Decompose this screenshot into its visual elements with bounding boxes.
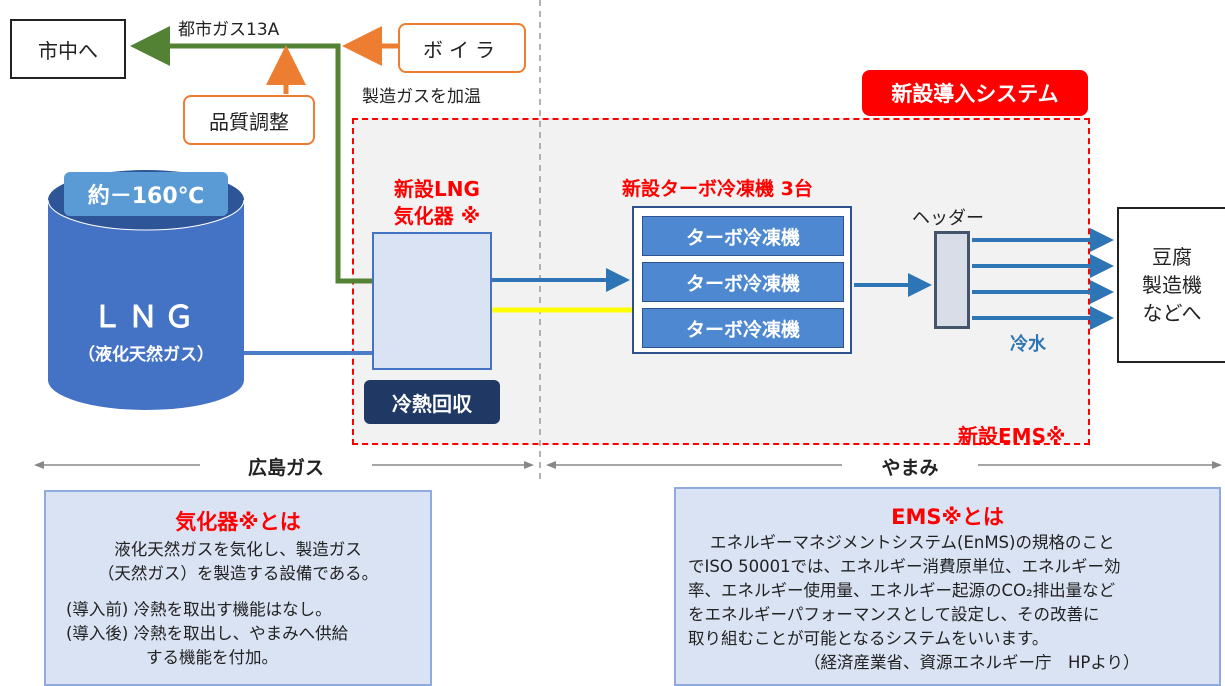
- ems-info-line4: をエネルギーパフォーマンスとして設定し、その改善に: [688, 605, 1100, 624]
- ems-info-title: EMS※とは: [891, 505, 1004, 529]
- vaporizer-info-after2: する機能を付加。: [146, 648, 278, 667]
- tank-temp: 約－160℃: [87, 184, 205, 209]
- ems-info-line3: 率、エネルギー使用量、エネルギー起源のCO₂排出量など: [688, 581, 1116, 600]
- turbo-chiller-2: ターボ冷凍機: [642, 262, 844, 302]
- heat-note: 製造ガスを加温: [362, 87, 481, 107]
- vaporizer-info-line2: （天然ガス）を製造する設備である。: [97, 564, 379, 583]
- city-label: 市中へ: [38, 38, 98, 63]
- cold-reclaim-label: 冷熱回収: [392, 391, 472, 416]
- ems-info-box: EMS※とは エネルギーマネジメントシステム(EnMS)の規格のこと でISO …: [674, 487, 1221, 686]
- cold-reclaim-box: 冷熱回収: [364, 380, 500, 424]
- turbo-chiller-3: ターボ冷凍機: [642, 308, 844, 348]
- quality-box: 品質調整: [183, 95, 315, 145]
- vaporizer-info-box: 気化器※とは 液化天然ガスを気化し、製造ガス （天然ガス）を製造する設備である。…: [44, 490, 432, 686]
- scope-left-label: 広島ガス: [247, 457, 324, 479]
- vaporizer-title: 新設LNG 気化器 ※: [382, 176, 492, 230]
- tofu-line2: 製造機: [1142, 273, 1202, 297]
- quality-label: 品質調整: [209, 109, 289, 134]
- city-gas-line: [130, 26, 395, 284]
- boiler-box: ボイラ: [398, 23, 526, 73]
- vaporizer-title-line2: 気化器 ※: [393, 204, 481, 228]
- tofu-machine-box: 豆腐 製造機 などへ: [1117, 207, 1225, 363]
- header-pipe: [934, 231, 970, 329]
- chiller-group: ターボ冷凍機 ターボ冷凍機 ターボ冷凍機: [632, 206, 852, 354]
- tank-name: ＬＮＧ: [92, 300, 200, 335]
- boiler-label: ボイラ: [423, 37, 501, 62]
- ems-new-label: 新設EMS※: [958, 424, 1066, 448]
- lng-vaporizer: [372, 232, 492, 370]
- ems-info-line2: でISO 50001では、エネルギー消費原単位、エネルギー効: [688, 557, 1121, 576]
- vaporizer-info-title: 気化器※とは: [175, 510, 301, 534]
- header-label: ヘッダー: [912, 208, 984, 229]
- vaporizer-info-line1: 液化天然ガスを気化し、製造ガス: [114, 540, 362, 559]
- tank-temp-badge: 約－160℃: [64, 172, 228, 216]
- ems-info-source: （経済産業省、資源エネルギー庁 HPより）: [804, 653, 1140, 672]
- scope-right-label: やまみ: [881, 457, 939, 479]
- lng-line: [244, 344, 386, 355]
- ems-info-line5: 取り組むことが可能となるシステムをいいます。: [688, 629, 1049, 648]
- tank-subtitle: （液化天然ガス）: [78, 345, 214, 365]
- vaporizer-title-line1: 新設LNG: [394, 177, 480, 201]
- chillers-title: 新設ターボ冷凍機 3台: [622, 178, 813, 200]
- new-system-badge: 新設導入システム: [862, 70, 1088, 116]
- city-gas-label: 都市ガス13A: [178, 20, 280, 40]
- ems-info-line1: エネルギーマネジメントシステム(EnMS)の規格のこと: [710, 533, 1115, 552]
- vaporizer-info-before: (導入前) 冷熱を取出す機能はなし。: [66, 600, 332, 619]
- new-system-label: 新設導入システム: [891, 82, 1059, 106]
- tofu-line3: などへ: [1142, 301, 1202, 325]
- tofu-line1: 豆腐: [1152, 245, 1192, 269]
- city-box: 市中へ: [10, 19, 126, 79]
- turbo-chiller-1: ターボ冷凍機: [642, 216, 844, 256]
- vaporizer-info-after1: (導入後) 冷熱を取出し、やまみへ供給: [66, 624, 349, 643]
- cold-water-label: 冷水: [1010, 334, 1046, 355]
